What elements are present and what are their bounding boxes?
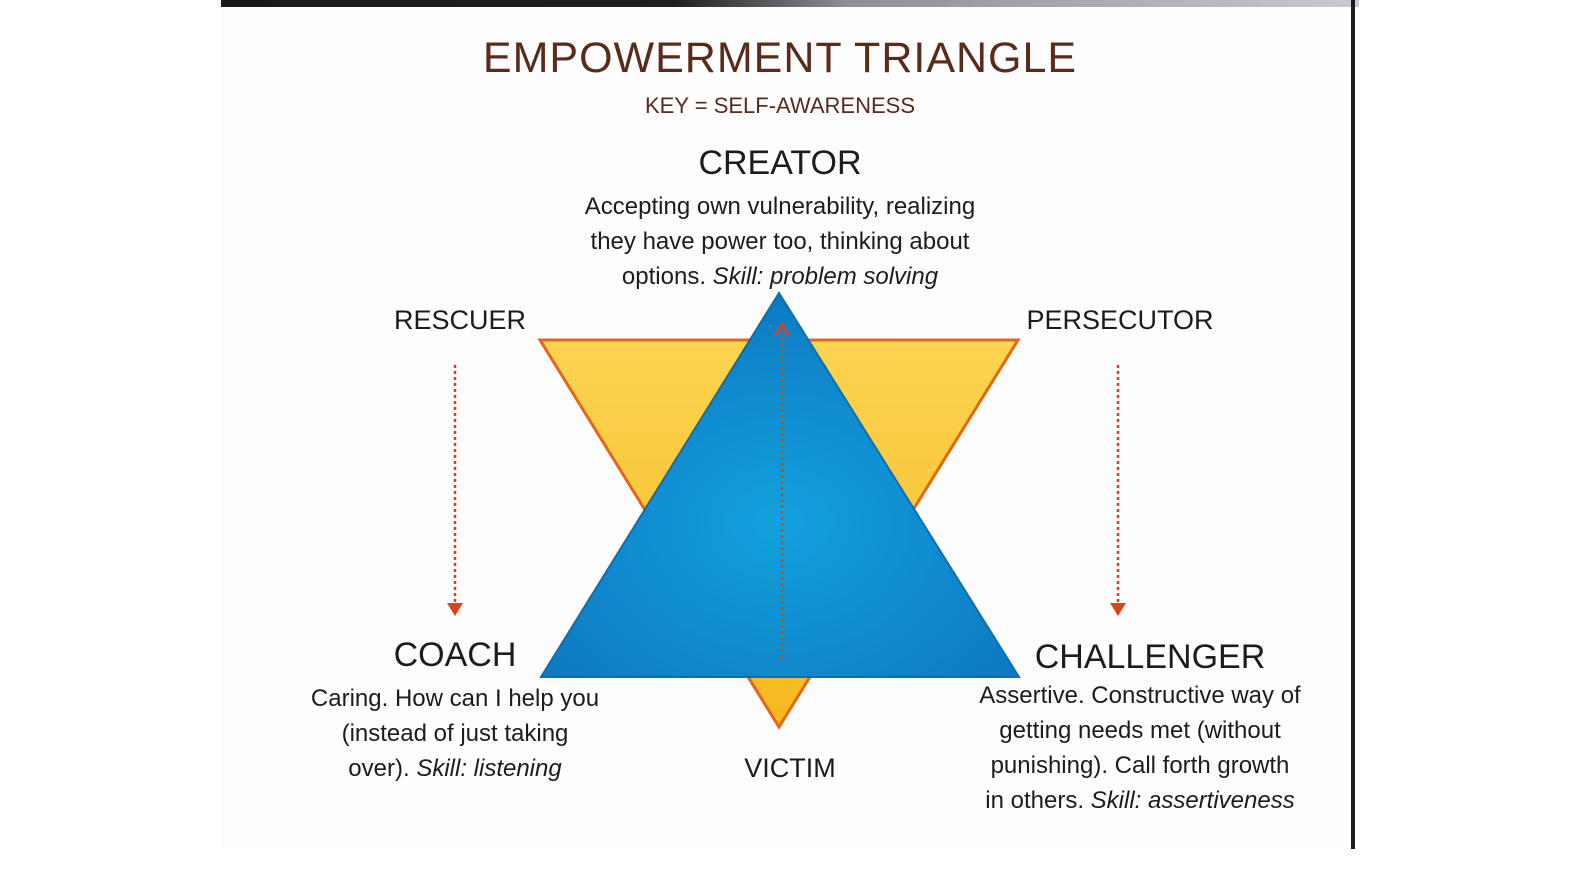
- challenger-label: CHALLENGER: [1034, 638, 1266, 676]
- creator-description: Accepting own vulnerability, realizing t…: [520, 189, 1040, 294]
- coach-description-line: Caring. How can I help you: [310, 685, 600, 712]
- window-right-border: [1351, 0, 1355, 849]
- creator-label: CREATOR: [698, 144, 862, 182]
- challenger-description-line: Assertive. Constructive way of: [979, 682, 1301, 709]
- victim-label: VICTIM: [744, 753, 836, 783]
- challenger-description-line: punishing). Call forth growth: [990, 752, 1290, 779]
- creator-description-line: options. Skill: problem solving: [520, 259, 1040, 294]
- rescuer-to-coach-arrowhead: [447, 603, 463, 616]
- coach-description: Caring. How can I help you (instead of j…: [280, 681, 630, 786]
- empowerment-triangle: [539, 291, 1021, 678]
- coach-description-line: (instead of just taking: [341, 720, 569, 747]
- diagram-title: EMPOWERMENT TRIANGLE: [482, 34, 1078, 82]
- persecutor-label: PERSECUTOR: [1026, 305, 1214, 335]
- coach-description-text: over).: [348, 755, 410, 782]
- challenger-skill: Skill: assertiveness: [1090, 787, 1295, 814]
- creator-description-line: they have power too, thinking about: [590, 228, 970, 255]
- creator-description-line: Accepting own vulnerability, realizing: [584, 193, 976, 220]
- challenger-description: Assertive. Constructive way of getting n…: [945, 678, 1335, 818]
- creator-skill: Skill: problem solving: [712, 263, 939, 290]
- window-top-strip: [221, 0, 1359, 7]
- coach-label: COACH: [393, 636, 517, 674]
- diagram-subtitle: KEY = SELF-AWARENESS: [645, 93, 915, 118]
- challenger-description-line: getting needs met (without: [999, 717, 1281, 744]
- challenger-description-line: in others. Skill: assertiveness: [945, 783, 1335, 818]
- coach-skill: Skill: listening: [416, 755, 562, 782]
- challenger-description-text: in others.: [985, 787, 1084, 814]
- coach-description-line: over). Skill: listening: [280, 751, 630, 786]
- rescuer-label: RESCUER: [393, 305, 527, 335]
- persecutor-to-challenger-arrowhead: [1110, 603, 1126, 616]
- victim-to-creator-arrowhead: [773, 321, 791, 337]
- creator-description-text: options.: [621, 263, 706, 290]
